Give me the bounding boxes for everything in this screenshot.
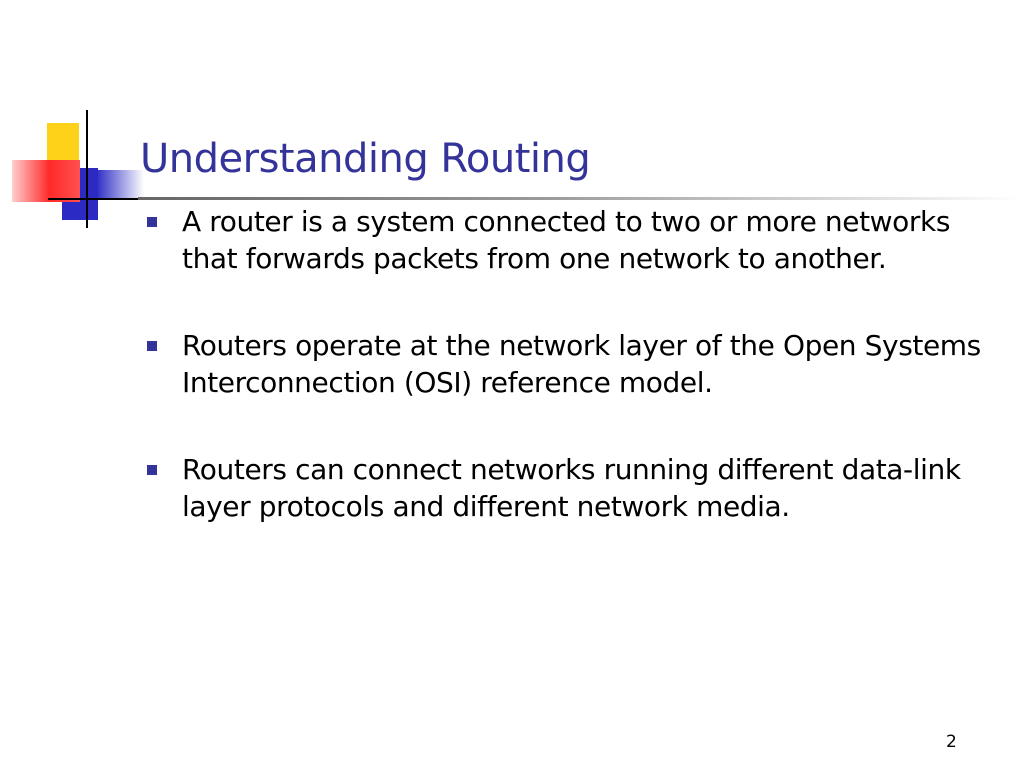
square-bullet-icon [147,465,157,475]
red-gradient-decoration [12,160,80,202]
bullet-item: A router is a system connected to two or… [142,203,1002,277]
horizontal-line-decoration [48,198,140,200]
slide-number: 2 [946,732,957,752]
blue-gradient-decoration [96,170,144,198]
bullet-text: Routers operate at the network layer of … [182,329,981,399]
vertical-line-decoration [86,110,88,228]
title-underline [138,197,1024,200]
bullet-text: A router is a system connected to two or… [182,205,951,275]
bullet-item: Routers operate at the network layer of … [142,327,1002,401]
square-bullet-icon [147,341,157,351]
slide-title: Understanding Routing [140,136,591,182]
square-bullet-icon [147,217,157,227]
bullet-text: Routers can connect networks running dif… [182,453,961,523]
bullet-item: Routers can connect networks running dif… [142,451,1002,525]
bullet-list: A router is a system connected to two or… [142,203,1002,575]
color-blocks-logo-icon [0,0,150,240]
